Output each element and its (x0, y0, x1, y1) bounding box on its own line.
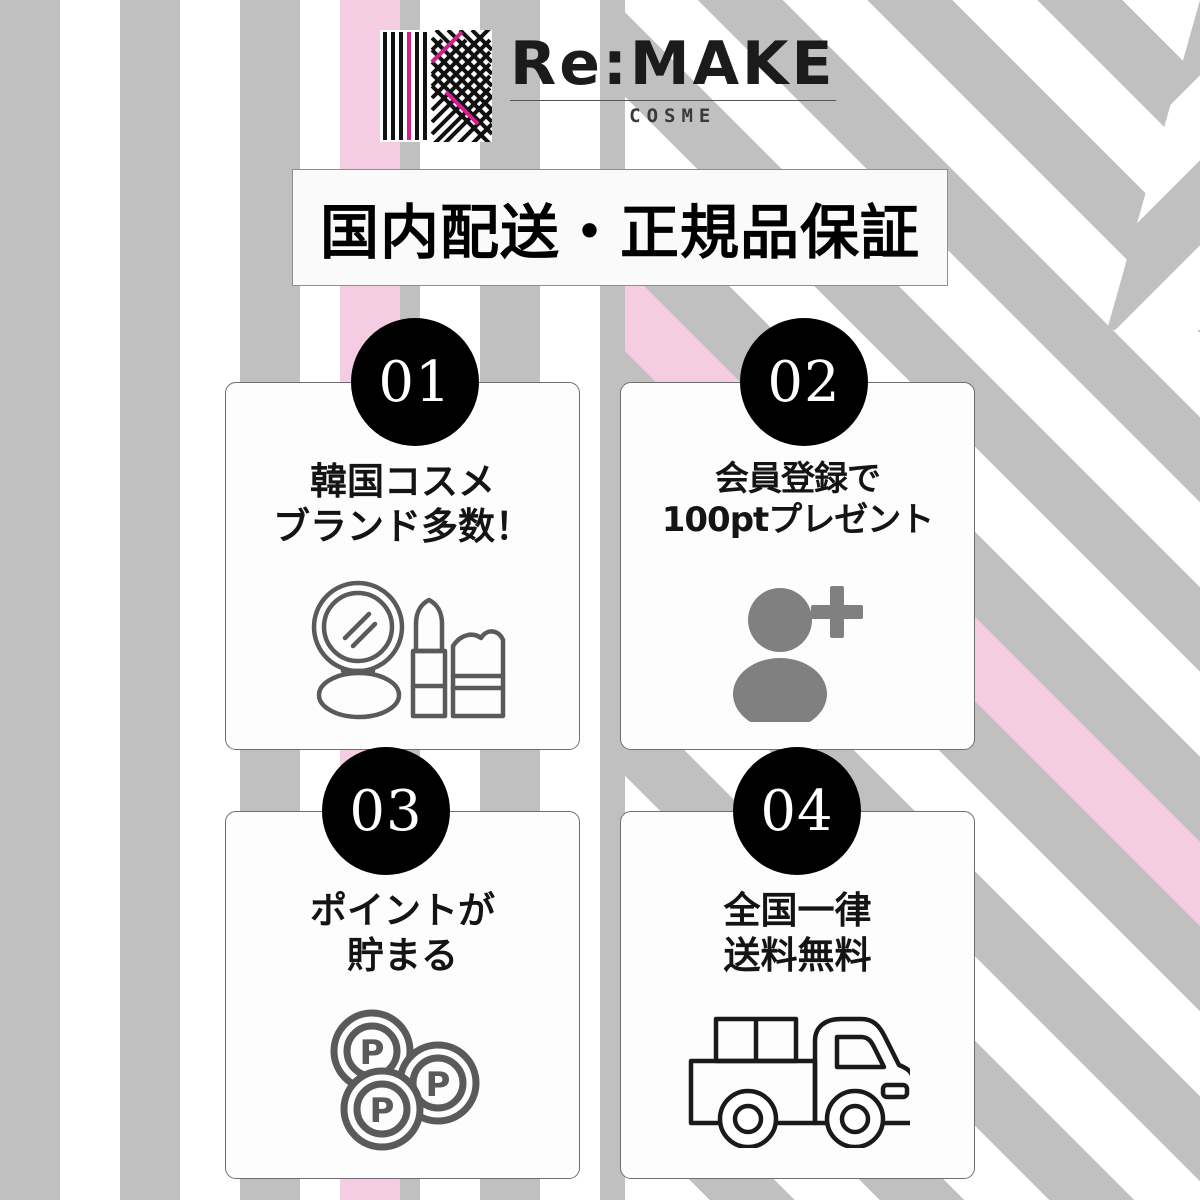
delivery-truck-icon (621, 990, 974, 1170)
feature-card-02-badge: 02 (740, 318, 868, 446)
feature-card-02-title: 会員登録で 100ptプレゼント (661, 459, 935, 541)
feature-card-01-title: 韓国コスメ ブランド多数！ (273, 460, 532, 549)
feature-card-03-number: 03 (349, 778, 423, 844)
remake-k-monogram-icon (380, 30, 492, 142)
cosmetics-set-icon (226, 561, 579, 741)
brand-logo: Re:MAKE COSME (380, 30, 836, 148)
coin-label: P (360, 1033, 385, 1073)
guarantee-banner: 国内配送・正規品保証 (292, 169, 948, 286)
coin-label: P (370, 1091, 395, 1131)
brand-wordmark: Re:MAKE COSME (510, 30, 836, 127)
feature-card-04-badge: 04 (733, 747, 861, 875)
feature-card-04-number: 04 (760, 778, 834, 844)
feature-card-02[interactable]: 会員登録で 100ptプレゼント (620, 382, 975, 750)
guarantee-banner-text: 国内配送・正規品保証 (319, 198, 920, 267)
point-coins-icon: P P P (226, 990, 579, 1170)
brand-name: Re:MAKE (510, 29, 836, 99)
feature-card-04-title: 全国一律 送料無料 (723, 889, 872, 978)
feature-card-04[interactable]: 全国一律 送料無料 (620, 811, 975, 1179)
feature-card-03-badge: 03 (322, 747, 450, 875)
feature-card-01-badge: 01 (351, 318, 479, 446)
logo-divider (510, 100, 836, 101)
feature-card-01-number: 01 (378, 349, 452, 415)
feature-card-02-number: 02 (767, 349, 841, 415)
user-plus-icon (621, 554, 974, 741)
brand-tagline: COSME (629, 105, 717, 127)
feature-card-03-title: ポイントが 貯まる (310, 889, 495, 978)
coin-label: P (426, 1065, 451, 1105)
